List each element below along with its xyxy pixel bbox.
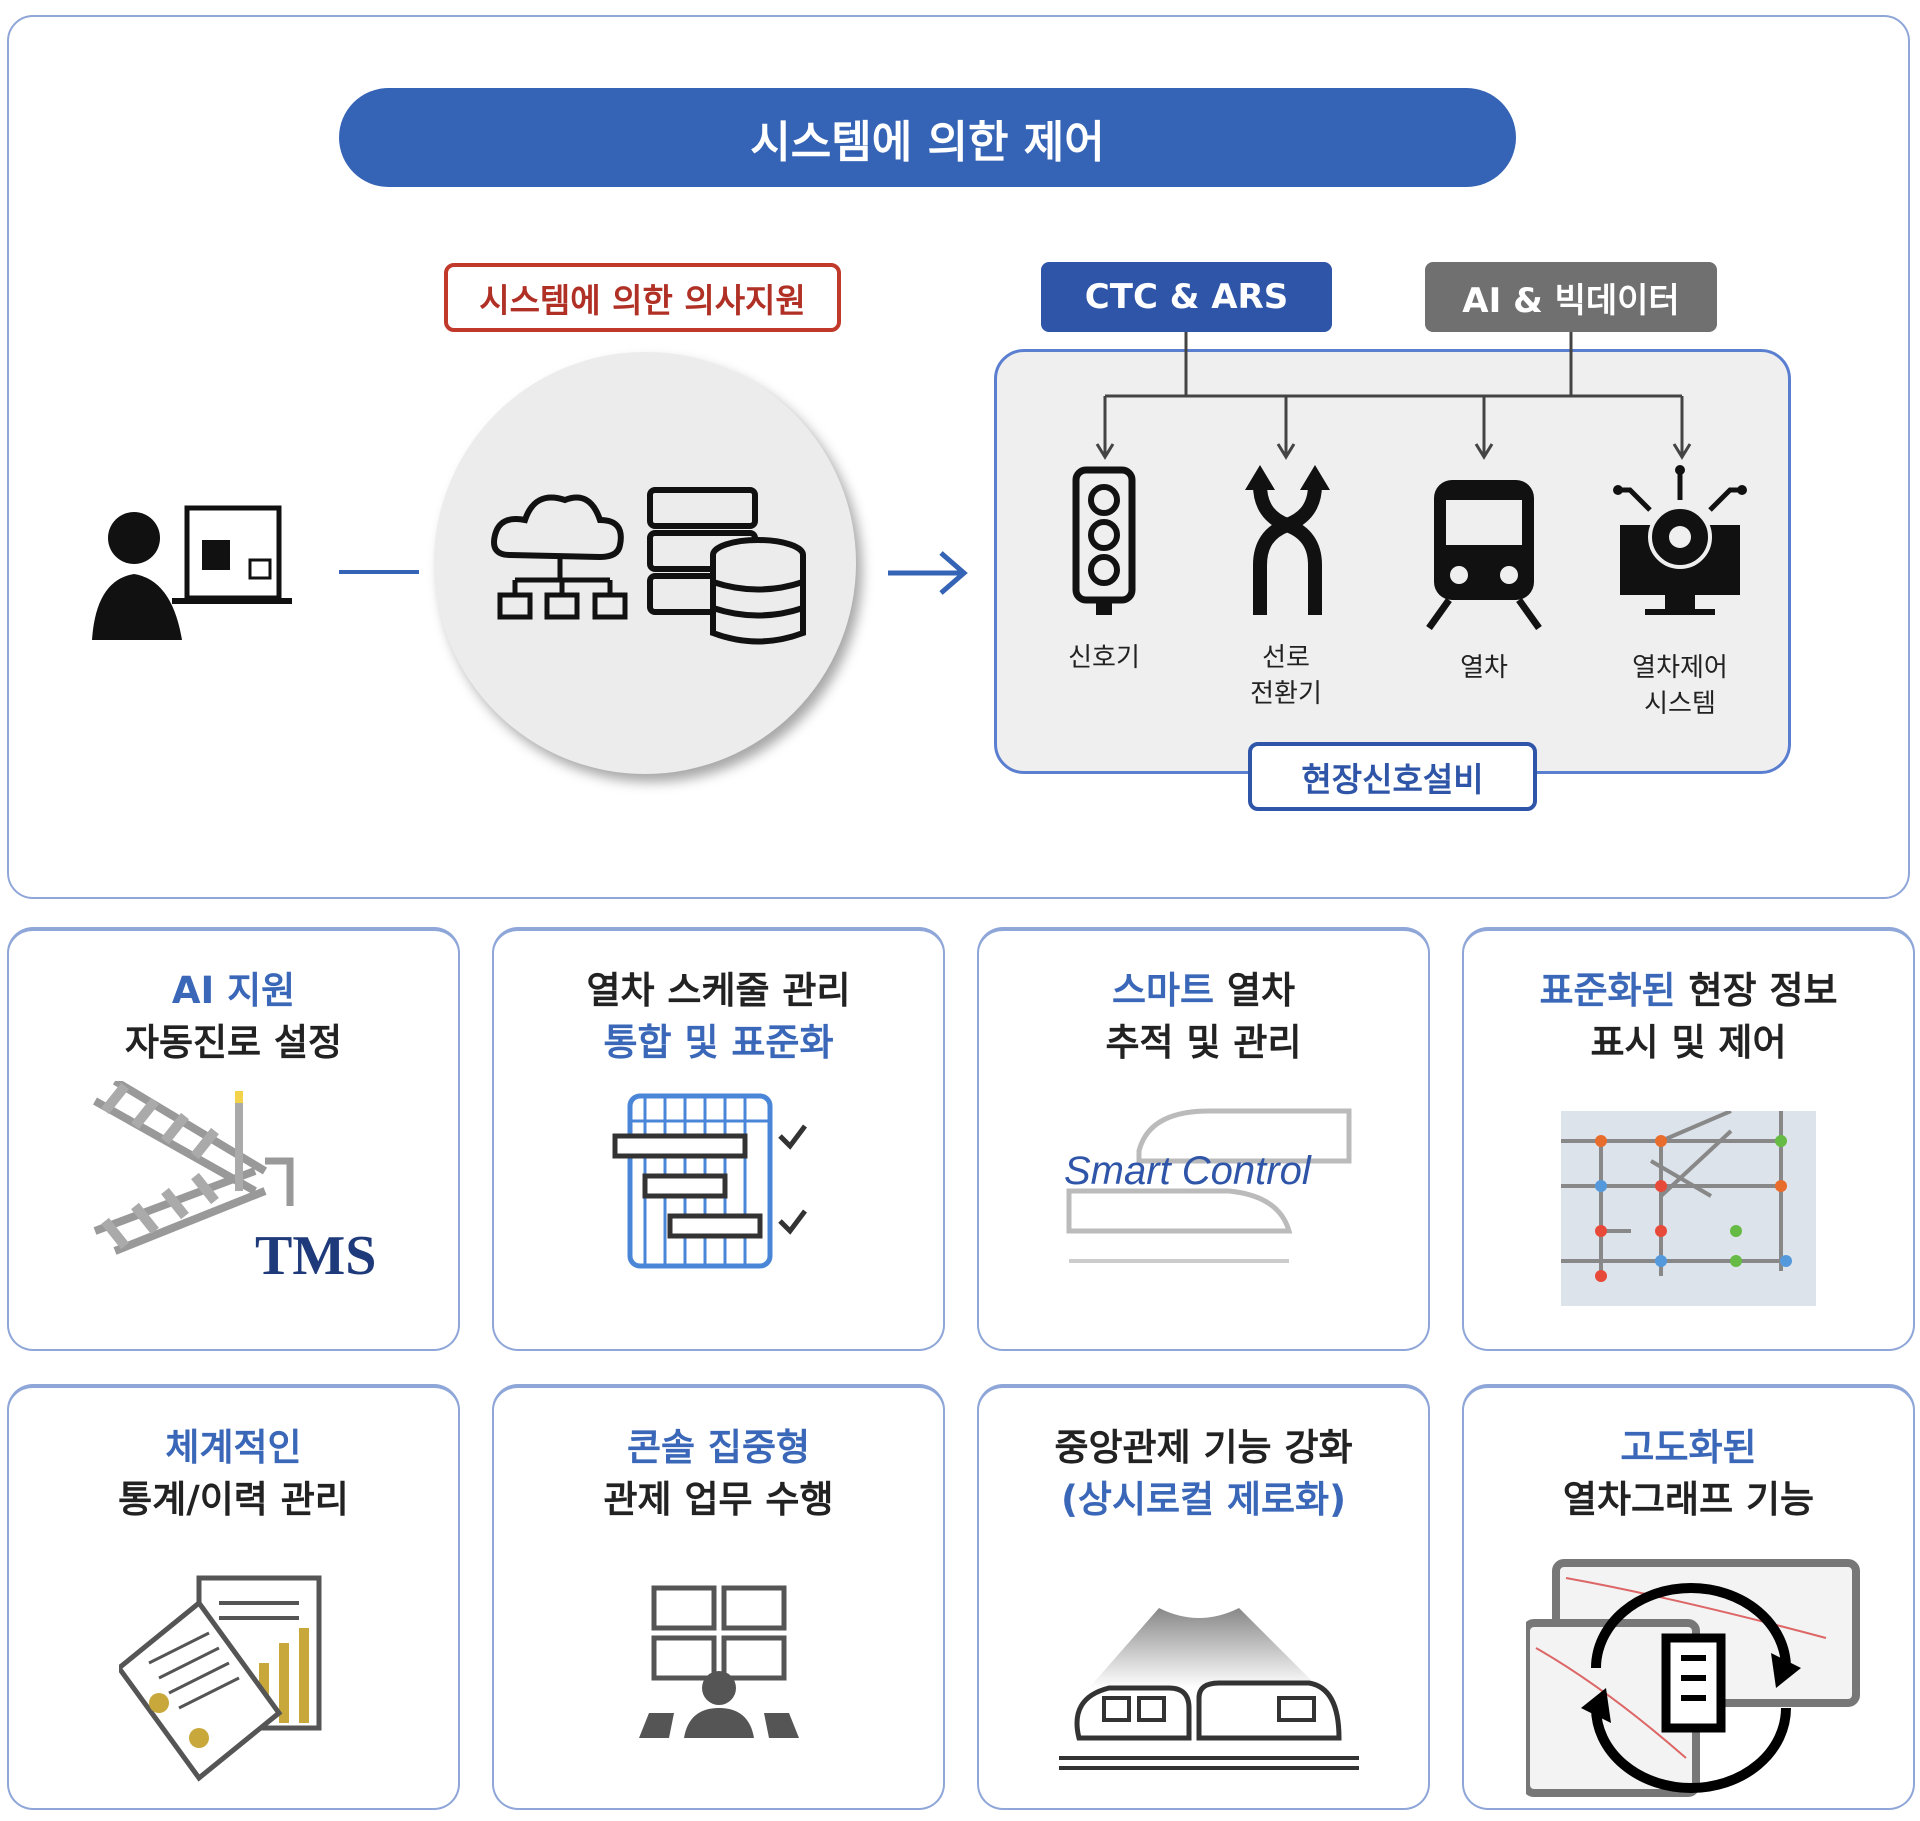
connector-line [339,570,419,574]
card-title: 표시 및 제어 [1590,1021,1787,1064]
device-label-signal: 신호기 [1024,640,1184,676]
card-train-graph: 고도화된 열차그래프 기능 [1462,1384,1915,1810]
schedule-gantt-icon [612,1093,807,1269]
card-title-highlight: 고도화된 [1620,1426,1757,1469]
card-title: 열차그래프 기능 [1562,1478,1815,1521]
rail-switch-tms-icon: TMS [93,1081,376,1281]
track-switch-icon [1245,465,1330,615]
device-label-line: 열차 [1460,653,1508,683]
card-title: 자동진로 설정 [124,1021,343,1064]
card-title: 관제 업무 수행 [603,1478,834,1521]
field-equipment-label: 현장신호설비 [1248,742,1537,811]
card-title-highlight: 통합 및 표준화 [603,1021,834,1064]
card-console: 콘솔 집중형 관제 업무 수행 [492,1384,945,1810]
system-control-panel [7,15,1910,899]
device-label-line: 선로 [1262,643,1310,673]
device-label-line: 열차제어 [1632,653,1728,683]
smart-control-text: Smart Control [1064,1149,1312,1193]
card-title: 열차 [1214,969,1296,1012]
ai-bigdata-label: AI & 빅데이터 [1425,262,1717,332]
control-room-icon [639,1585,799,1738]
card-statistics: 체계적인 통계/이력 관리 [7,1384,460,1810]
traffic-signal-icon [1072,466,1136,615]
card-smart-tracking: 스마트 열차 추적 및 관리 Smart Control [977,927,1430,1351]
card-schedule: 열차 스케줄 관리 통합 및 표준화 [492,927,945,1351]
card-ai-routing: AI 지원 자동진로 설정 TMS [7,927,460,1351]
card-title: 통계/이력 관리 [118,1478,349,1521]
device-label-train: 열차 [1404,650,1564,686]
card-field-info: 표준화된 현장 정보 표시 및 제어 [1462,927,1915,1351]
card-title: 추적 및 관리 [1105,1021,1302,1064]
page-title: 시스템에 의한 제어 [339,88,1516,187]
card-central-control: 중앙관제 기능 강화 (상시로컬 제로화) [977,1384,1430,1810]
documents-chart-icon [119,1575,322,1782]
card-title-highlight: 체계적인 [165,1426,302,1469]
operator-icon [92,505,292,640]
tms-text: TMS [255,1225,376,1281]
card-title-highlight: 콘솔 집중형 [626,1426,811,1469]
distribution-lines [1095,332,1692,460]
device-label-line: 시스템 [1644,689,1716,719]
central-train-icon [1059,1608,1359,1770]
ctc-ars-label: CTC & ARS [1041,262,1332,332]
card-title: 현장 정보 [1675,969,1838,1012]
decision-support-label: 시스템에 의한 의사지원 [444,263,841,332]
network-map-icon [1561,1111,1816,1306]
device-label-line: 전환기 [1250,679,1322,709]
card-title-highlight: AI 지원 [171,969,296,1012]
card-title-highlight: (상시로컬 제로화) [1061,1478,1346,1521]
card-title-highlight: 표준화된 [1539,969,1676,1012]
train-graph-sync-icon [1526,1559,1860,1797]
train-control-system-icon [1613,465,1747,615]
card-title: 중앙관제 기능 강화 [1054,1426,1353,1469]
arrow-right-icon [888,551,968,595]
cloud-server-database-icon [491,487,806,645]
device-label-line: 신호기 [1068,643,1140,673]
card-title: 열차 스케줄 관리 [586,969,851,1012]
train-icon [1426,480,1542,630]
card-title-highlight: 스마트 [1111,969,1215,1012]
smart-control-train-icon: Smart Control [1064,1108,1352,1263]
